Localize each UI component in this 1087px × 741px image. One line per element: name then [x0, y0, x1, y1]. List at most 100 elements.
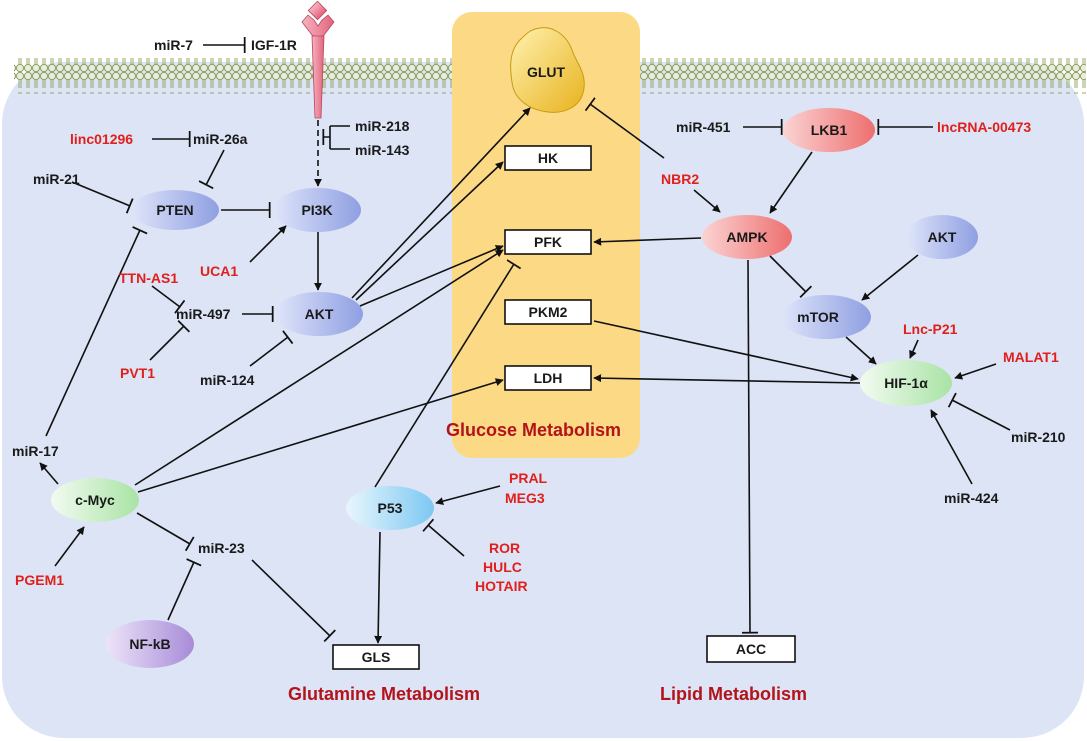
gls-label: GLS: [362, 649, 391, 665]
uca1-label: UCA1: [200, 263, 238, 279]
glut-transporter: [510, 27, 585, 113]
edge-ampk-mtor: [769, 255, 813, 299]
pi3k-node: [273, 188, 361, 232]
p53-label: P53: [378, 500, 403, 516]
edge-lncp21-hif1a: [909, 339, 919, 359]
edge-mir124-akt: [249, 330, 294, 367]
nfkb-label: NF-kB: [129, 636, 170, 652]
akt-right-node: [906, 215, 978, 259]
igf1r-receptor: [301, 0, 335, 119]
edge-uca1-pi3k: [249, 225, 287, 263]
ttnas1-label: TTN-AS1: [119, 270, 178, 286]
hk-box: [504, 145, 592, 171]
mir7-label: miR-7: [154, 37, 193, 53]
pral-label: PRAL: [509, 470, 548, 486]
edge-cmyc-ldh: [137, 378, 504, 493]
mir497-label: miR-497: [176, 306, 231, 322]
pgem1-label: PGEM1: [15, 572, 64, 588]
hotair-label: HOTAIR: [475, 578, 528, 594]
edge-cmyc-mir23: [136, 512, 195, 552]
ror-label: ROR: [489, 540, 520, 556]
edge-ampk-pfk: [593, 237, 702, 246]
edge-cmyc-pfk: [134, 249, 504, 486]
hk-label: HK: [538, 150, 558, 166]
edge-ttnas1-mir497: [151, 285, 186, 314]
edge-p53-gls: [374, 531, 383, 644]
mir23-label: miR-23: [198, 540, 245, 556]
pfk-box: [504, 229, 592, 255]
glut-label: GLUT: [527, 64, 566, 80]
hulc-label: HULC: [483, 559, 522, 575]
pfk-label: PFK: [534, 234, 562, 250]
hif1a-label: HIF-1α: [884, 375, 928, 391]
ldh-box: [504, 365, 592, 391]
akt-left-label: AKT: [305, 306, 334, 322]
lkb1-node: [783, 108, 875, 152]
acc-box: [706, 635, 796, 663]
glutamine-metabolism-title: Glutamine Metabolism: [288, 684, 480, 704]
cmyc-node: [51, 478, 139, 522]
edge-pkm2-hif1a: [593, 320, 859, 382]
edge-hif1a-ldh: [593, 374, 861, 384]
edge-mtor-hif1a: [845, 336, 877, 365]
ldh-label: LDH: [534, 370, 563, 386]
lncrna00473-label: lncRNA-00473: [937, 119, 1031, 135]
akt-right-label: AKT: [928, 229, 957, 245]
linc01296-label: linc01296: [70, 131, 133, 147]
edge-pgem1-cmyc: [54, 526, 85, 567]
cmyc-label: c-Myc: [75, 492, 115, 508]
edge-mir17-pten: [45, 226, 148, 437]
edge-nbr2-glut: [584, 97, 665, 159]
edge-mirs-igf1r: [323, 125, 350, 150]
edge-mir210-hif1a: [947, 392, 1011, 431]
edge-mir21-pten: [71, 181, 134, 214]
edge-malat1-hif1a: [954, 363, 997, 380]
edge-akt-pfk: [359, 245, 504, 307]
edge-p53-pfk: [374, 259, 522, 488]
meg3-label: MEG3: [505, 490, 545, 506]
mtor-label: mTOR: [797, 309, 839, 325]
glucose-metabolism-title: Glucose Metabolism: [446, 420, 621, 440]
mir451-label: miR-451: [676, 119, 731, 135]
mtor-node: [781, 295, 871, 339]
ampk-label: AMPK: [726, 229, 767, 245]
mir26a-label: miR-26a: [193, 131, 248, 147]
malat1-label: MALAT1: [1003, 349, 1059, 365]
pvt1-label: PVT1: [120, 365, 155, 381]
nfkb-node: [106, 620, 194, 668]
gls-box: [332, 644, 420, 670]
edge-ror-p53: [422, 518, 465, 557]
pkm2-label: PKM2: [529, 304, 568, 320]
hif1a-node: [860, 360, 952, 406]
pkm2-box: [504, 299, 592, 325]
edge-nfkb-mir23: [167, 558, 202, 621]
p53-node: [346, 486, 434, 530]
lncp21-label: Lnc-P21: [903, 321, 958, 337]
nbr2-label: NBR2: [661, 171, 699, 187]
lipid-metabolism-title: Lipid Metabolism: [660, 684, 807, 704]
mir17-label: miR-17: [12, 443, 59, 459]
akt-left-node: [275, 292, 363, 336]
mir143-label: miR-143: [355, 142, 410, 158]
edge-akt-mtor: [861, 254, 919, 301]
edge-ampk-acc: [741, 259, 759, 634]
edge-nbr2-ampk: [693, 189, 721, 213]
edge-akt-glut: [351, 107, 531, 299]
igf1r-label: IGF-1R: [251, 37, 297, 53]
pten-label: PTEN: [156, 202, 193, 218]
lkb1-label: LKB1: [811, 122, 848, 138]
edge-akt-hk: [355, 161, 504, 301]
acc-label: ACC: [736, 641, 766, 657]
pi3k-label: PI3K: [301, 202, 332, 218]
pten-node: [131, 190, 219, 230]
edge-lkb1-ampk: [769, 151, 813, 214]
edge-mir424-hif1a: [930, 409, 973, 485]
edge-mir23-gls: [251, 559, 336, 643]
edge-pral-p53: [435, 485, 501, 506]
mir21-label: miR-21: [33, 171, 80, 187]
mir424-label: miR-424: [944, 490, 999, 506]
edge-cmyc-mir17: [39, 462, 59, 485]
mir210-label: miR-210: [1011, 429, 1066, 445]
mir218-label: miR-218: [355, 118, 410, 134]
